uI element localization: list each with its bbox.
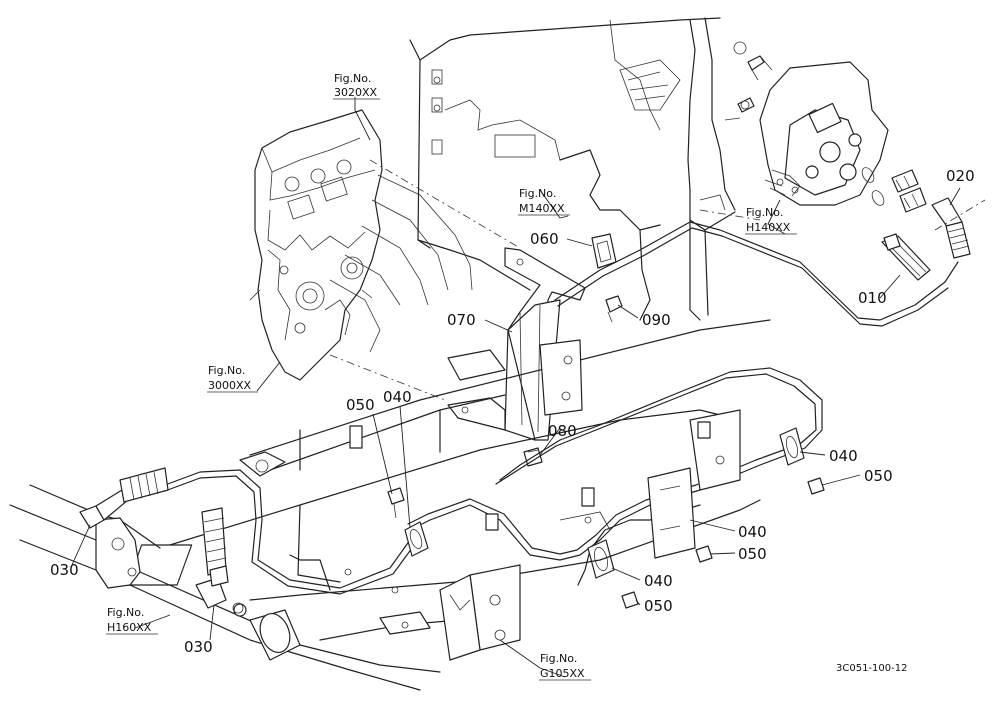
fig-g105-line1: Fig.No. xyxy=(540,652,577,665)
fig-3000-line1: Fig.No. xyxy=(208,364,245,377)
elbow-030-a xyxy=(79,467,169,529)
bolt-050-c xyxy=(695,545,713,563)
fitting-020 xyxy=(931,197,971,259)
fig-3020-line1: Fig.No. xyxy=(334,72,371,85)
callout-030-b: 030 xyxy=(184,638,213,656)
callout-050-a: 050 xyxy=(346,396,375,414)
elbow-030-b xyxy=(195,507,244,614)
clamp-040-a xyxy=(404,521,429,557)
chassis-frame xyxy=(9,319,771,691)
figure-ref-h160: Fig.No. H160XX xyxy=(106,606,158,635)
fig-3000-line2: 3000XX xyxy=(208,379,252,392)
fig-m140-line1: Fig.No. xyxy=(519,187,556,200)
callout-060: 060 xyxy=(530,230,559,248)
drawing-code: 3C051-100-12 xyxy=(836,663,907,674)
callout-080: 080 xyxy=(548,422,577,440)
fig-m140-line2: M140XX xyxy=(519,202,565,215)
fig-h160-line2: H160XX xyxy=(107,621,152,634)
callout-040-c: 040 xyxy=(738,523,767,541)
bolt-050-a xyxy=(387,487,405,519)
bolt-050-b xyxy=(807,477,825,495)
bolt-050-d xyxy=(621,591,639,609)
mounting-frame xyxy=(409,17,773,321)
callout-070: 070 xyxy=(447,311,476,329)
fig-g105-line2: G105XX xyxy=(540,667,585,680)
fig-3020-line2: 3020XX xyxy=(334,86,378,99)
callout-010: 010 xyxy=(858,289,887,307)
callout-030-a: 030 xyxy=(50,561,79,579)
callout-040-a: 040 xyxy=(383,388,412,406)
callout-050-c: 050 xyxy=(738,545,767,563)
grommet-060 xyxy=(591,233,617,269)
callout-040-d: 040 xyxy=(644,572,673,590)
figure-ref-m140: Fig.No. M140XX xyxy=(518,187,570,216)
engine-block xyxy=(249,109,473,381)
clamp-040-b xyxy=(779,427,805,466)
fig-h160-line1: Fig.No. xyxy=(107,606,144,619)
figure-ref-3000: Fig.No. 3000XX xyxy=(207,364,258,393)
callout-050-b: 050 xyxy=(864,467,893,485)
hydraulic-unit xyxy=(759,61,927,213)
clamp-040-d xyxy=(587,539,615,579)
callout-020: 020 xyxy=(946,167,975,185)
callout-labels: 020 060 010 070 090 050 040 080 040 050 … xyxy=(50,167,975,656)
fig-h140-line2: H140XX xyxy=(746,221,791,234)
fig-h140-line1: Fig.No. xyxy=(746,206,783,219)
fitting-010 xyxy=(881,233,931,281)
callout-040-b: 040 xyxy=(829,447,858,465)
figure-ref-3020: Fig.No. 3020XX xyxy=(333,72,380,100)
callout-090: 090 xyxy=(642,311,671,329)
figure-ref-h140: Fig.No. H140XX xyxy=(745,206,797,235)
bolt-090 xyxy=(605,295,623,323)
center-lines xyxy=(329,159,986,401)
leader-lines xyxy=(71,97,961,678)
callout-050-d: 050 xyxy=(644,597,673,615)
figure-ref-g105: Fig.No. G105XX xyxy=(539,652,591,681)
